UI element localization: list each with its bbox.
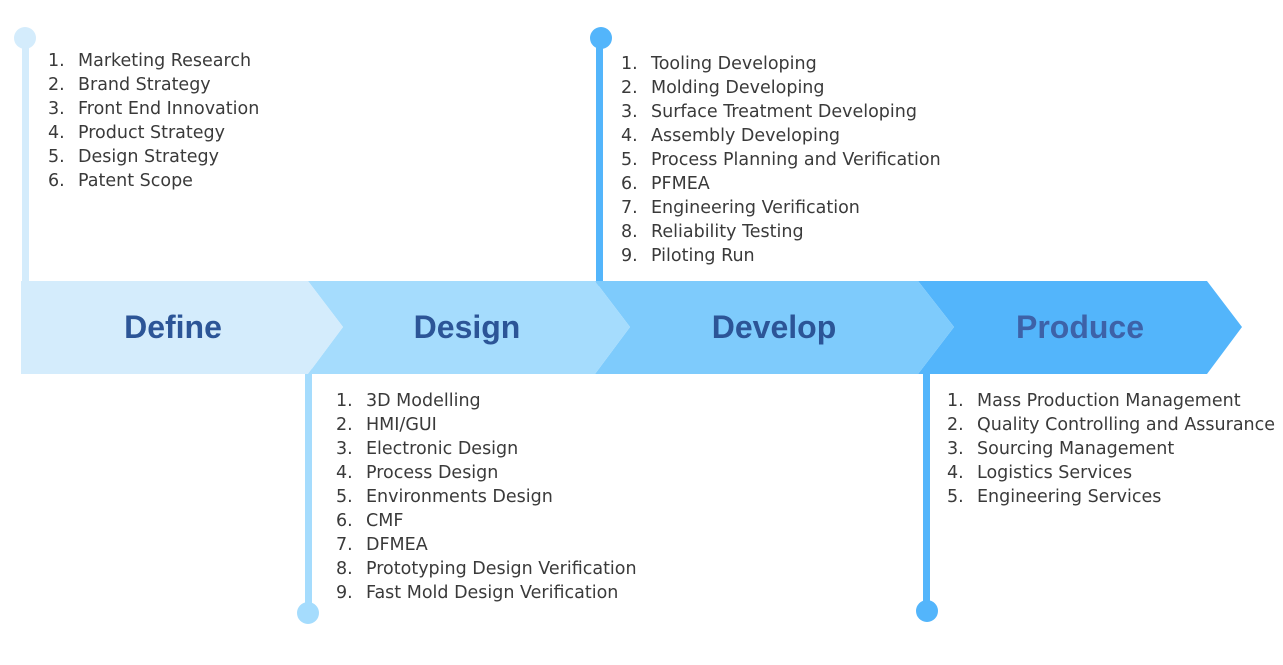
list-item: 6.CMF: [336, 511, 404, 531]
list-item: 8.Reliability Testing: [621, 222, 804, 242]
list-item: 8.Prototyping Design Verification: [336, 559, 637, 579]
list-item: 3.Front End Innovation: [48, 99, 260, 119]
list-item: 5.Engineering Services: [947, 487, 1162, 507]
produce-connector-dot: [916, 600, 938, 622]
list-item: 2.Molding Developing: [621, 78, 825, 98]
stage-label-define: Define: [124, 309, 222, 345]
produce-item-list: 1.Mass Production Management 2.Quality C…: [947, 389, 1275, 509]
list-item: 9.Fast Mold Design Verification: [336, 583, 619, 603]
stage-label-produce: Produce: [1015, 309, 1145, 345]
list-item: 7.DFMEA: [336, 535, 428, 555]
list-item: 9.Piloting Run: [621, 246, 755, 266]
develop-connector-dot: [590, 27, 612, 49]
define-connector-dot: [14, 27, 36, 49]
list-item: 5.Environments Design: [336, 487, 553, 507]
design-connector-line: [305, 368, 312, 614]
develop-connector-line: [596, 38, 603, 286]
list-item: 1.Marketing Research: [48, 51, 252, 71]
list-item: 6.Patent Scope: [48, 171, 193, 191]
stage-label-design: Design: [413, 309, 521, 345]
stage-label-develop: Develop: [711, 309, 837, 345]
produce-chevron: [918, 281, 1242, 374]
design-chevron: [308, 281, 630, 374]
list-item: 5.Design Strategy: [48, 147, 219, 167]
list-item: 7.Engineering Verification: [621, 198, 860, 218]
list-item: 5.Process Planning and Verification: [621, 150, 941, 170]
list-item: 1.Mass Production Management: [947, 391, 1241, 411]
define-connector-line: [22, 38, 29, 286]
define-item-list: 1.Marketing Research 2.Brand Strategy 3.…: [48, 49, 259, 193]
develop-item-list: 1.Tooling Developing 2.Molding Developin…: [621, 52, 941, 268]
list-item: 4.Assembly Developing: [621, 126, 841, 146]
produce-connector-line: [923, 368, 930, 612]
list-item: 1.3D Modelling: [336, 391, 481, 411]
define-chevron: [21, 281, 343, 374]
list-item: 4.Process Design: [336, 463, 499, 483]
list-item: 4.Product Strategy: [48, 123, 225, 143]
develop-chevron: [595, 281, 954, 374]
list-item: 4.Logistics Services: [947, 463, 1133, 483]
list-item: 3.Surface Treatment Developing: [621, 102, 917, 122]
list-item: 2.Brand Strategy: [48, 75, 211, 95]
list-item: 6.PFMEA: [621, 174, 710, 194]
list-item: 2.HMI/GUI: [336, 415, 437, 435]
list-item: 3.Sourcing Management: [947, 439, 1175, 459]
list-item: 3.Electronic Design: [336, 439, 519, 459]
list-item: 1.Tooling Developing: [621, 54, 817, 74]
design-item-list: 1.3D Modelling 2.HMI/GUI 3.Electronic De…: [336, 389, 637, 605]
list-item: 2.Quality Controlling and Assurance: [947, 415, 1276, 435]
design-connector-dot: [297, 602, 319, 624]
